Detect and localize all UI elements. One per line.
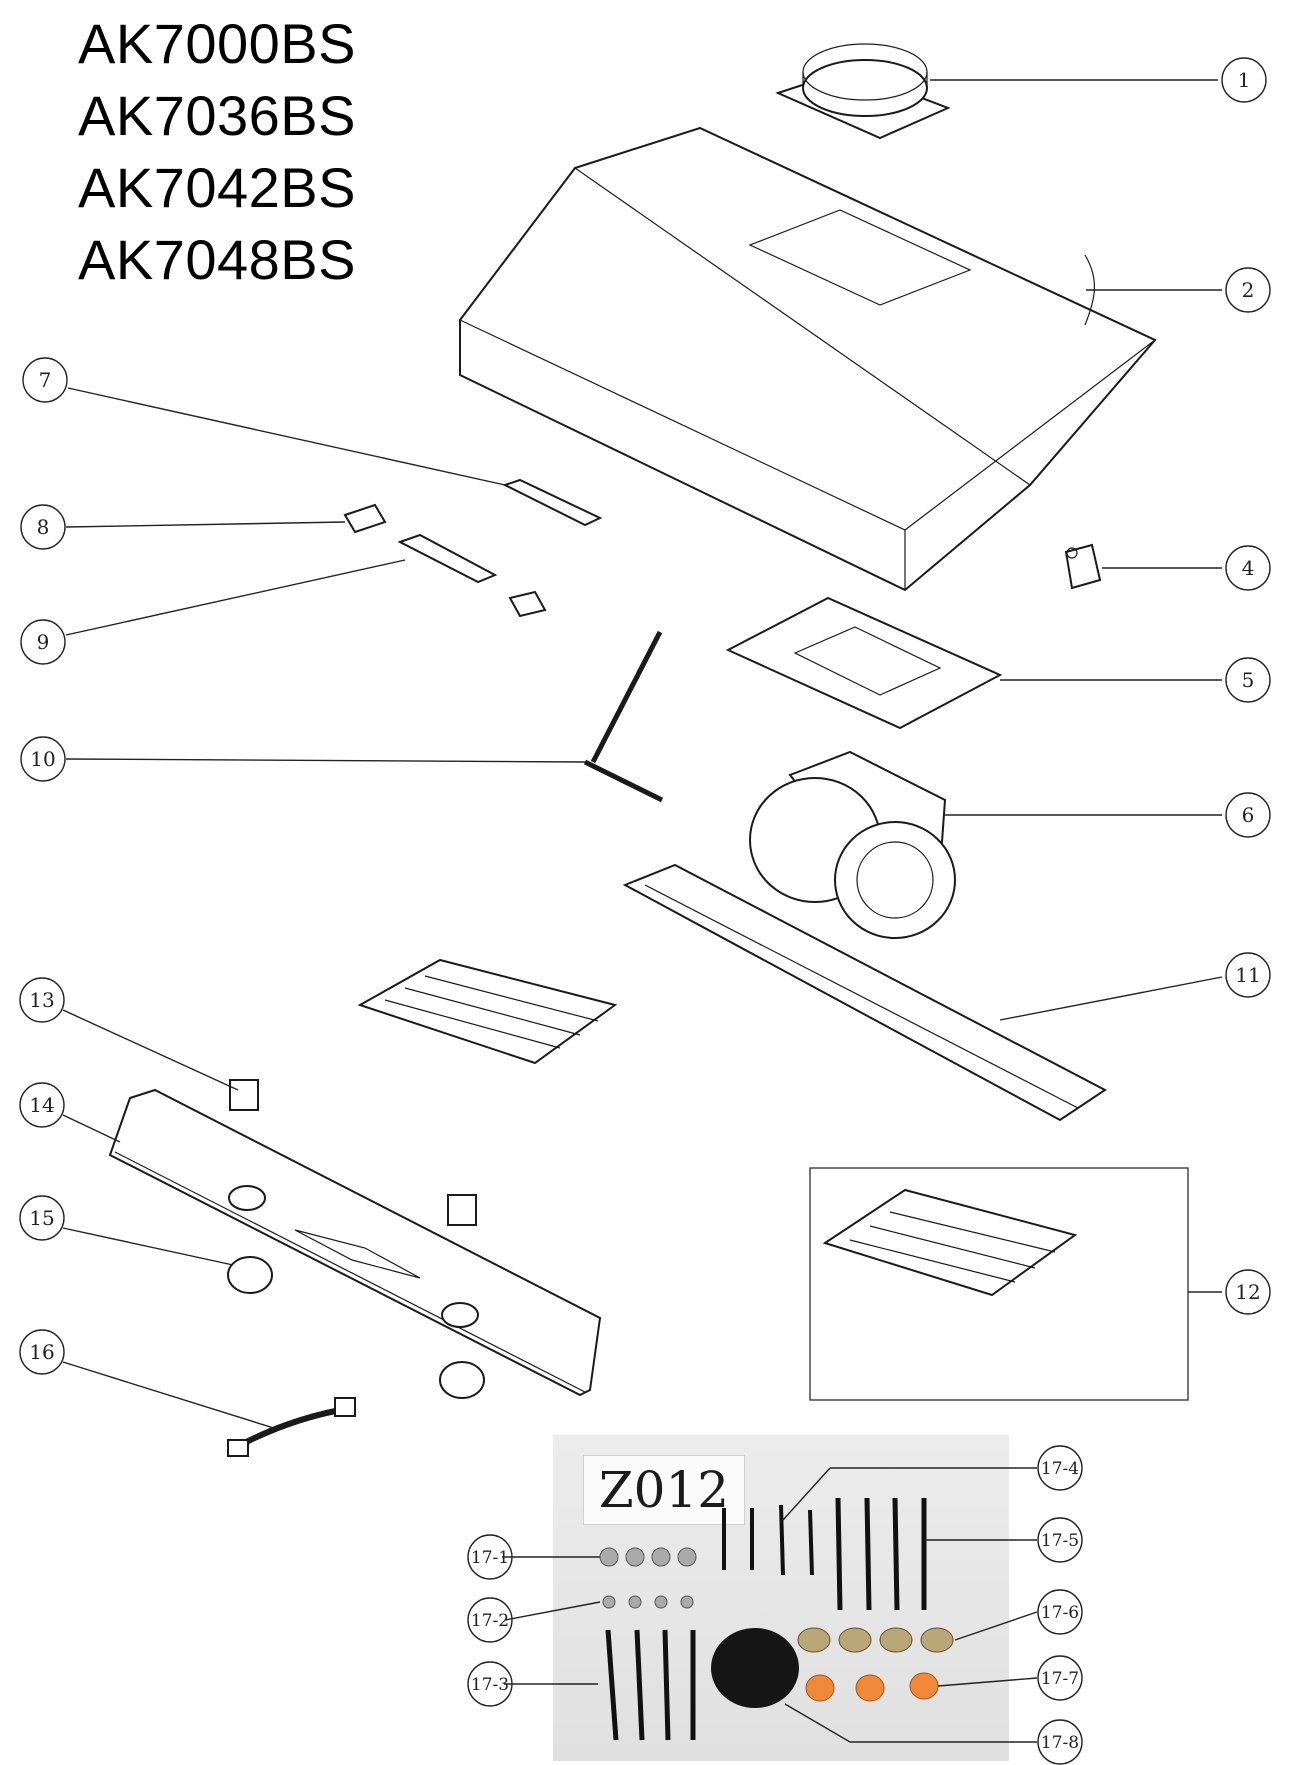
power-cord xyxy=(227,1397,356,1457)
lights xyxy=(227,1185,485,1399)
svg-text:15: 15 xyxy=(29,1206,54,1230)
model-ak7000bs: AK7000BS xyxy=(78,12,356,75)
kit-label: Z012 xyxy=(583,1455,745,1525)
callout-11: 11 xyxy=(1225,952,1271,998)
model-ak7048bs: AK7048BS xyxy=(78,228,356,291)
callout-8: 8 xyxy=(20,504,66,550)
svg-text:11: 11 xyxy=(1235,963,1260,987)
filter-spare xyxy=(822,1188,1078,1297)
callout-17-4: 17-4 xyxy=(1037,1445,1083,1491)
callouts: 1 2 4 5 6 7 8 9 10 11 12 13 14 15 16 xyxy=(19,57,1271,1375)
callout-10: 10 xyxy=(20,736,66,782)
svg-text:17-6: 17-6 xyxy=(1041,1603,1079,1623)
svg-text:4: 4 xyxy=(1242,556,1255,580)
svg-text:9: 9 xyxy=(37,630,50,654)
clips xyxy=(229,1079,477,1226)
callout-15: 15 xyxy=(19,1195,65,1241)
kit-callouts: 17-1 17-2 17-3 17-4 17-5 17-6 17-7 17-8 xyxy=(467,1445,1083,1765)
svg-text:1: 1 xyxy=(1238,68,1251,92)
svg-text:14: 14 xyxy=(29,1093,54,1117)
callout-1: 1 xyxy=(1221,57,1267,103)
svg-text:5: 5 xyxy=(1242,668,1255,692)
filter-box xyxy=(809,1167,1189,1401)
svg-text:8: 8 xyxy=(37,515,50,539)
svg-text:2: 2 xyxy=(1242,278,1255,302)
small-parts xyxy=(343,478,664,803)
callout-5: 5 xyxy=(1225,657,1271,703)
callout-13: 13 xyxy=(19,977,65,1023)
callout-6: 6 xyxy=(1225,792,1271,838)
svg-text:17-1: 17-1 xyxy=(471,1548,509,1568)
grease-filter xyxy=(357,958,618,1065)
svg-text:16: 16 xyxy=(29,1340,54,1364)
callout-7: 7 xyxy=(22,357,68,403)
svg-text:17-5: 17-5 xyxy=(1041,1531,1079,1551)
kit-hardware xyxy=(599,1497,954,1741)
callout-16: 16 xyxy=(19,1329,65,1375)
callout-17-3: 17-3 xyxy=(467,1661,513,1707)
motor-plate xyxy=(725,596,1003,730)
svg-text:17-3: 17-3 xyxy=(471,1675,509,1695)
hardware-kit-photo: Z012 xyxy=(553,1435,1009,1761)
svg-text:17-8: 17-8 xyxy=(1041,1733,1079,1753)
callout-4: 4 xyxy=(1225,545,1271,591)
model-ak7042bs: AK7042BS xyxy=(78,156,356,219)
svg-text:17-7: 17-7 xyxy=(1041,1669,1079,1689)
callout-9: 9 xyxy=(20,619,66,665)
bracket xyxy=(1064,543,1102,590)
callout-17-5: 17-5 xyxy=(1037,1517,1083,1563)
callout-14: 14 xyxy=(19,1082,65,1128)
callout-12: 12 xyxy=(1225,1269,1271,1315)
svg-text:13: 13 xyxy=(29,988,54,1012)
callout-17-2: 17-2 xyxy=(467,1597,513,1643)
svg-text:6: 6 xyxy=(1242,803,1255,827)
callout-17-7: 17-7 xyxy=(1037,1655,1083,1701)
front-rail xyxy=(622,863,1107,1122)
svg-text:7: 7 xyxy=(39,368,52,392)
model-list: AK7000BS AK7036BS AK7042BS AK7048BS xyxy=(78,8,356,296)
svg-text:17-2: 17-2 xyxy=(471,1611,509,1631)
callout-2: 2 xyxy=(1225,267,1271,313)
duct-collar xyxy=(775,43,951,140)
callout-17-1: 17-1 xyxy=(467,1534,513,1580)
model-ak7036bs: AK7036BS xyxy=(78,84,356,147)
hood-body xyxy=(459,126,1157,592)
blower-motor xyxy=(749,750,956,939)
callout-17-8: 17-8 xyxy=(1037,1719,1083,1765)
callout-17-6: 17-6 xyxy=(1037,1589,1083,1635)
bottom-channel xyxy=(108,1088,602,1397)
svg-text:12: 12 xyxy=(1235,1280,1260,1304)
svg-text:17-4: 17-4 xyxy=(1041,1459,1079,1479)
svg-text:10: 10 xyxy=(30,747,55,771)
leader-lines xyxy=(62,79,1223,1743)
